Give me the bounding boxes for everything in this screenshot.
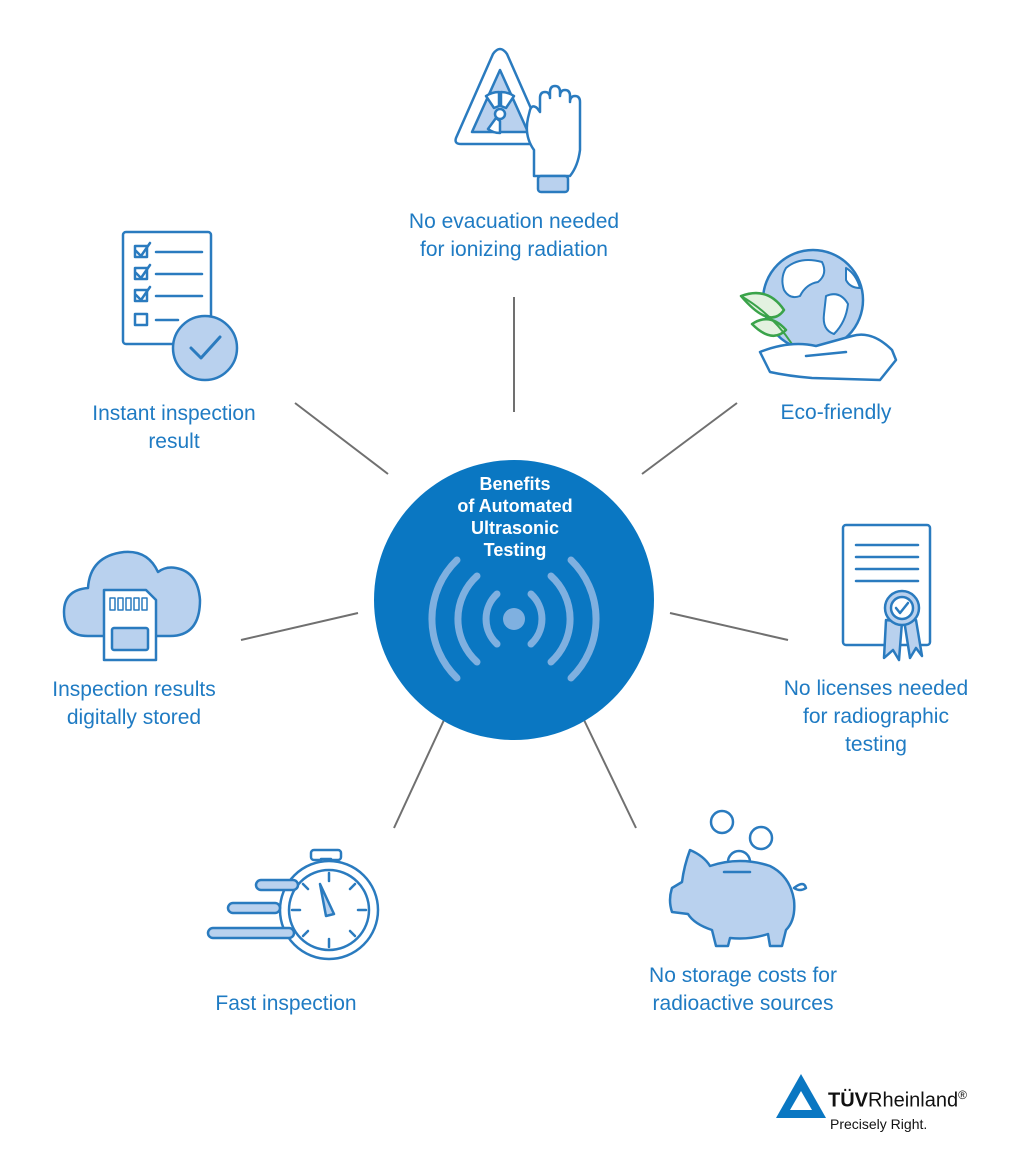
label-line: testing xyxy=(845,733,907,756)
registered-mark: ® xyxy=(958,1088,967,1102)
ultrasonic-waves-icon xyxy=(428,556,600,682)
label-line: No storage costs for xyxy=(649,964,837,987)
globe-hand-leaf-icon xyxy=(739,248,898,382)
piggy-bank-icon xyxy=(668,809,808,948)
label-line: radioactive sources xyxy=(652,992,834,1015)
stopwatch-icon xyxy=(206,848,380,961)
label-line: No licenses needed xyxy=(783,677,969,700)
label-line: Inspection results xyxy=(52,678,216,701)
cloud-sd-card-icon xyxy=(62,550,202,662)
connector-no-storage xyxy=(583,719,637,829)
label-no-evacuation: No evacuation needed for ionizing radiat… xyxy=(372,208,656,264)
label-line: No evacuation needed xyxy=(408,210,620,233)
center-title-line: Benefits xyxy=(479,474,551,494)
connector-lines xyxy=(240,297,789,829)
checklist-icon xyxy=(121,230,239,382)
label-line: Instant inspection xyxy=(92,402,256,425)
connector-instant-result xyxy=(294,402,389,475)
connector-fast-inspection xyxy=(393,719,445,829)
brand-bold: TÜV xyxy=(828,1089,868,1112)
center-title: Benefits of Automated Ultrasonic Testing xyxy=(395,473,635,561)
brand-rest: Rheinland xyxy=(868,1089,959,1112)
label-line: for radiographic xyxy=(803,705,949,728)
connector-eco-friendly xyxy=(641,402,738,475)
center-title-line: Ultrasonic xyxy=(470,518,560,538)
certificate-icon xyxy=(841,523,932,662)
label-eco-friendly: Eco-friendly xyxy=(756,399,916,427)
brand-tagline: Precisely Right. xyxy=(830,1116,928,1132)
connector-no-licenses xyxy=(669,612,789,641)
radiation-hand-icon xyxy=(454,47,582,194)
label-instant-result: Instant inspection result xyxy=(64,400,284,456)
label-line: result xyxy=(148,430,200,453)
brand-wordmark: TÜVRheinland® xyxy=(828,1088,967,1113)
label-no-storage: No storage costs for radioactive sources xyxy=(612,962,874,1018)
label-line: Fast inspection xyxy=(215,992,357,1015)
center-title-line: Testing xyxy=(483,540,547,560)
center-hub xyxy=(374,460,654,740)
label-line: digitally stored xyxy=(66,706,202,729)
label-no-licenses: No licenses needed for radiographic test… xyxy=(754,675,998,759)
label-line: Eco-friendly xyxy=(780,401,892,424)
connector-digitally-stored xyxy=(240,612,359,641)
center-title-line: of Automated xyxy=(457,496,573,516)
label-fast-inspection: Fast inspection xyxy=(186,990,386,1018)
tuv-logo-mark xyxy=(776,1074,826,1118)
label-digitally-stored: Inspection results digitally stored xyxy=(24,676,244,732)
label-line: for ionizing radiation xyxy=(420,238,608,261)
